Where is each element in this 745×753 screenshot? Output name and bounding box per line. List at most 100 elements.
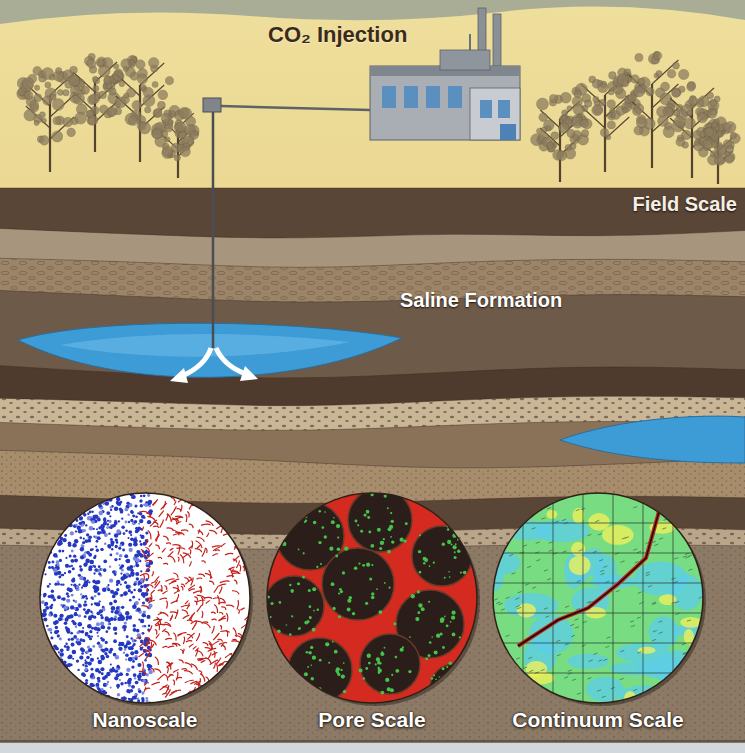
molecule bbox=[219, 517, 225, 519]
molecule bbox=[139, 642, 144, 646]
molecule bbox=[84, 580, 88, 584]
molecule bbox=[116, 501, 119, 504]
molecule bbox=[54, 646, 57, 649]
molecule bbox=[50, 690, 53, 693]
molecule bbox=[57, 689, 61, 693]
foliage bbox=[30, 100, 39, 109]
molecule bbox=[69, 656, 71, 658]
molecule bbox=[59, 697, 62, 700]
molecule bbox=[71, 499, 74, 502]
molecule bbox=[121, 594, 124, 597]
foliage bbox=[672, 89, 681, 98]
saline-aquifer bbox=[560, 416, 745, 463]
molecule bbox=[109, 520, 112, 523]
molecule bbox=[155, 576, 159, 581]
molecule bbox=[132, 660, 135, 663]
molecule bbox=[41, 677, 43, 679]
molecule bbox=[189, 490, 194, 496]
molecule bbox=[40, 567, 43, 570]
molecule bbox=[88, 617, 92, 621]
molecule bbox=[71, 509, 74, 512]
molecule bbox=[109, 668, 113, 672]
molecule bbox=[225, 692, 226, 702]
molecule bbox=[187, 634, 193, 638]
molecule bbox=[76, 511, 80, 515]
molecule bbox=[229, 568, 232, 577]
foliage bbox=[634, 104, 644, 114]
tree-branch bbox=[605, 117, 629, 139]
molecule bbox=[138, 690, 142, 694]
molecule bbox=[165, 579, 174, 581]
molecule bbox=[146, 562, 149, 565]
molecule bbox=[109, 565, 111, 567]
molecule bbox=[176, 548, 185, 550]
molecule bbox=[88, 536, 92, 540]
foliage bbox=[67, 128, 76, 137]
molecule bbox=[114, 533, 118, 537]
molecule bbox=[146, 566, 151, 572]
molecule bbox=[140, 500, 142, 502]
molecule bbox=[78, 584, 80, 586]
molecule bbox=[79, 638, 82, 641]
molecule bbox=[132, 696, 136, 700]
molecule bbox=[52, 521, 54, 523]
molecule bbox=[71, 491, 75, 495]
molecule bbox=[90, 654, 92, 656]
molecule bbox=[71, 643, 75, 647]
molecule bbox=[96, 549, 99, 552]
molecule bbox=[166, 601, 167, 609]
molecule bbox=[131, 665, 134, 668]
molecule bbox=[113, 627, 117, 631]
foliage bbox=[92, 76, 98, 82]
foliage bbox=[128, 116, 138, 126]
molecule bbox=[124, 554, 128, 558]
molecule bbox=[80, 690, 83, 693]
molecule bbox=[49, 497, 53, 501]
tree bbox=[694, 119, 741, 184]
molecule bbox=[51, 662, 53, 664]
molecule bbox=[67, 587, 71, 591]
molecule bbox=[137, 555, 139, 557]
molecule bbox=[201, 524, 210, 525]
molecule bbox=[178, 546, 180, 554]
molecule bbox=[106, 511, 110, 515]
foliage bbox=[55, 67, 61, 73]
molecule bbox=[60, 614, 64, 618]
molecule bbox=[151, 590, 154, 593]
molecule bbox=[101, 672, 104, 675]
molecule bbox=[206, 533, 208, 537]
molecule bbox=[126, 668, 130, 672]
molecule bbox=[91, 668, 94, 671]
molecule bbox=[172, 643, 180, 645]
molecule bbox=[111, 543, 114, 546]
window bbox=[498, 100, 510, 118]
molecule bbox=[98, 644, 102, 648]
molecule bbox=[135, 601, 139, 605]
molecule bbox=[119, 558, 121, 560]
molecule bbox=[142, 625, 144, 627]
molecule bbox=[60, 506, 62, 508]
arrowhead bbox=[240, 366, 258, 381]
foliage bbox=[704, 127, 714, 137]
molecule bbox=[96, 622, 100, 626]
molecule bbox=[230, 699, 236, 703]
molecule bbox=[175, 609, 178, 618]
foliage bbox=[52, 131, 63, 142]
molecule bbox=[145, 531, 148, 534]
molecule bbox=[43, 609, 47, 613]
molecule bbox=[66, 646, 69, 649]
foliage bbox=[592, 105, 603, 116]
molecule bbox=[116, 666, 120, 670]
molecule bbox=[118, 520, 120, 522]
molecule bbox=[97, 635, 99, 637]
molecule bbox=[133, 541, 136, 544]
molecule bbox=[64, 534, 67, 537]
molecule bbox=[41, 641, 44, 644]
molecule bbox=[111, 606, 116, 611]
molecule bbox=[55, 519, 58, 522]
molecule bbox=[86, 533, 89, 536]
molecule bbox=[164, 622, 171, 627]
molecule bbox=[90, 675, 94, 679]
molecule bbox=[54, 667, 57, 670]
molecule bbox=[181, 530, 188, 531]
